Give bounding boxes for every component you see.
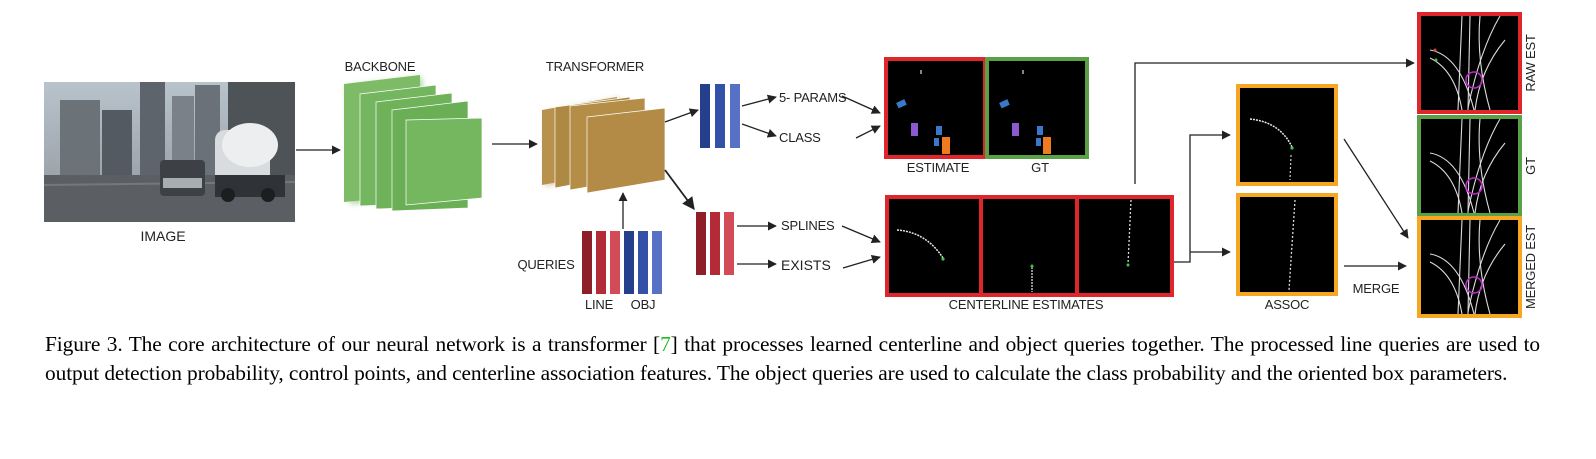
arrow-transformer-to-obj-out	[664, 108, 699, 123]
transformer-label: TRANSFORMER	[546, 59, 644, 74]
gt-side-panel	[1417, 115, 1522, 217]
arrow-centerline-to-assoc-top	[1174, 130, 1231, 263]
backbone-feature-maps	[344, 75, 483, 212]
estimate-label: ESTIMATE	[907, 160, 970, 175]
gt-label: GT	[1031, 160, 1049, 175]
assoc-label: ASSOC	[1265, 297, 1310, 312]
caption-prefix: Figure 3. The core architecture of our n…	[45, 332, 661, 356]
gt-side-label: GT	[1523, 157, 1538, 175]
transformer-blocks	[542, 96, 666, 194]
line-outputs	[696, 212, 734, 275]
citation-link[interactable]: 7	[660, 332, 671, 356]
line-label: LINE	[585, 297, 614, 312]
class-label: CLASS	[779, 130, 821, 145]
params-label: 5- PARAMS	[779, 90, 847, 105]
obj-queries	[624, 231, 662, 294]
centerline-estimates-panel	[885, 195, 1174, 297]
merged-est-label: MERGED EST	[1523, 225, 1538, 309]
exists-label: EXISTS	[781, 257, 831, 273]
raw-est-panel	[1417, 12, 1522, 114]
merge-label: MERGE	[1353, 281, 1400, 296]
line-queries	[582, 231, 620, 294]
arrow-exists-to-centerline	[842, 254, 881, 269]
centerline-estimates-label: CENTERLINE ESTIMATES	[949, 297, 1104, 312]
figure-caption: Figure 3. The core architecture of our n…	[45, 330, 1540, 388]
queries-label: QUERIES	[517, 257, 575, 272]
input-image	[43, 82, 296, 222]
arrow-transformer-to-line-out	[664, 169, 695, 211]
arrow-to-params	[741, 94, 777, 107]
arrow-params-to-estimate	[841, 95, 881, 114]
merged-est-panel	[1417, 216, 1522, 318]
assoc-panel-bottom	[1236, 193, 1338, 296]
gt-map	[985, 57, 1089, 159]
assoc-panel-top	[1236, 84, 1338, 186]
caption-suffix: ] that processes learned centerline and …	[45, 332, 1541, 385]
object-outputs	[700, 84, 740, 148]
splines-label: SPLINES	[781, 218, 835, 233]
arrow-class-to-estimate	[855, 125, 881, 139]
architecture-diagram: IMAGE BACKBONE TRANSFORMER QUERIES LINE …	[43, 12, 1538, 318]
arrow-splines-to-centerline	[841, 225, 881, 244]
image-label: IMAGE	[140, 228, 185, 244]
arrow-assoc-top-to-merged	[1343, 138, 1409, 239]
backbone-label: BACKBONE	[345, 59, 416, 74]
arrow-to-class	[741, 123, 777, 138]
arrow-centerline-to-raw-est	[1134, 58, 1415, 184]
raw-est-label: RAW EST	[1523, 34, 1538, 92]
obj-label: OBJ	[631, 297, 656, 312]
estimate-map	[884, 57, 987, 159]
